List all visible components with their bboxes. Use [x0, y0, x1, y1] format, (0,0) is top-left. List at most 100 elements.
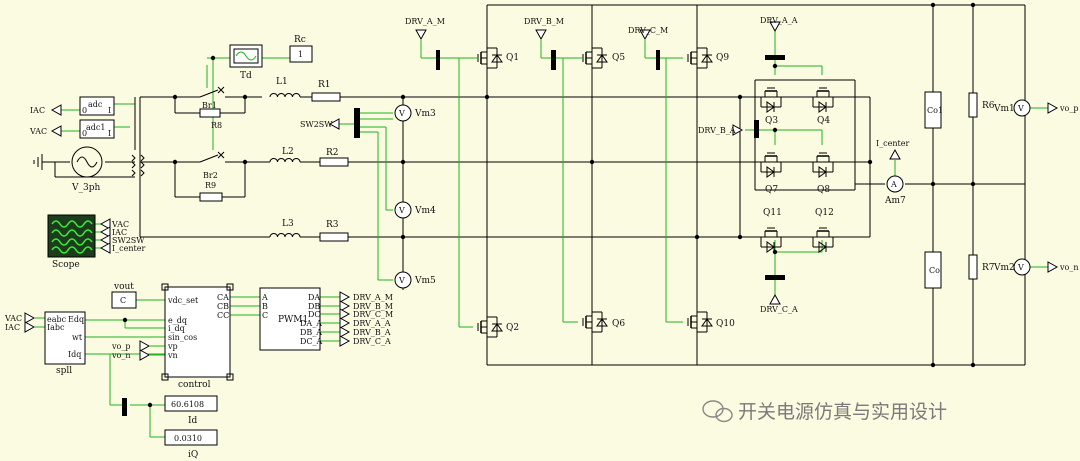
pwm-out-db: DB — [308, 302, 320, 311]
resistor-r3 — [319, 232, 349, 242]
idq-demux — [122, 398, 127, 416]
control-label: control — [178, 380, 211, 390]
switch-q9[interactable] — [687, 41, 713, 75]
drv-b-a-label: DRV_B_A — [698, 126, 736, 135]
control-in-i-dq: i_dq — [168, 324, 185, 333]
td-label: Td — [240, 71, 252, 81]
gate-driver-q5[interactable] — [551, 50, 556, 70]
scope-input-i-center: I_center — [112, 244, 145, 253]
ammeter-am7[interactable]: A Am7 — [884, 175, 906, 206]
pwm-block[interactable]: A B C PWM1 DA DB DC DA_A DB_A DC_A — [259, 287, 323, 351]
rc-block[interactable]: 1 Rc — [289, 35, 313, 63]
three-phase-source: V_3ph — [54, 146, 135, 193]
iq-value: 0.0310 — [174, 434, 202, 443]
td-delay-block[interactable]: Td — [229, 44, 263, 81]
adc-block[interactable]: adc 0 I — [79, 96, 115, 116]
q1-label: Q1 — [506, 53, 519, 63]
br2-label: Br2 — [203, 171, 218, 180]
co-label: Co — [929, 266, 940, 275]
switch-q5[interactable] — [582, 41, 608, 75]
adc1-label: adc1 — [86, 123, 105, 132]
inductor-l2 — [269, 158, 301, 163]
iq-display[interactable]: 0.0310 iQ — [164, 429, 218, 460]
vout-value: C — [120, 296, 126, 305]
control-out-cc: CC — [217, 311, 229, 320]
gate-driver-q9[interactable] — [656, 50, 660, 70]
am7-symbol: A — [890, 180, 897, 189]
adc1-block[interactable]: adc1 0 I — [79, 119, 115, 139]
gate-driver-q1[interactable] — [436, 50, 440, 70]
inductor-l1 — [269, 93, 301, 98]
scope-block[interactable]: Scope — [47, 214, 96, 270]
spll-vo-p: vo_p — [111, 342, 130, 351]
vm4-label: Vm4 — [414, 206, 436, 216]
spll-port-eabc: eabc — [47, 315, 67, 324]
vm5-label: Vm5 — [414, 276, 436, 286]
vm1-symbol: V — [1017, 104, 1024, 113]
gate-driver-q3q4[interactable] — [765, 55, 785, 60]
voltmeter-vm4[interactable]: V Vm4 — [394, 201, 436, 219]
l3-label: L3 — [282, 219, 294, 229]
br1-label: Br1 — [202, 101, 217, 110]
switch-q1[interactable] — [477, 41, 503, 75]
control-block[interactable]: vdc_set e_dq i_dq sin_cos vp vn CA CB CC… — [161, 283, 234, 390]
resistor-r1 — [311, 92, 341, 102]
id-display[interactable]: 60.6108 Id — [164, 395, 218, 426]
vac-output-label: VAC — [29, 127, 47, 136]
pwm-in-a: A — [261, 293, 268, 302]
switch-q3[interactable] — [754, 87, 788, 113]
switch-q12[interactable] — [806, 227, 840, 253]
control-in-vn: vn — [167, 351, 178, 360]
inductor-l3 — [269, 233, 301, 238]
breaker-br2[interactable]: Br2 — [199, 151, 225, 180]
voltmeter-vm2[interactable]: V Vm2 — [993, 258, 1031, 276]
gate-driver-q11q12[interactable] — [765, 275, 785, 280]
pwm-signal-drv-b-m: DRV_B_M — [353, 302, 393, 311]
r1-label: R1 — [318, 80, 331, 90]
rc-label: Rc — [294, 35, 306, 45]
resistor-r8 — [199, 108, 221, 118]
pwm-in-c: C — [262, 311, 268, 320]
capacitor-co1[interactable]: Co1 — [924, 91, 943, 129]
spll-port-edq: Edq — [68, 315, 84, 324]
id-value: 60.6108 — [171, 400, 204, 409]
resistor-r2 — [319, 157, 349, 167]
voltmeter-vm3[interactable]: V Vm3 — [394, 104, 436, 122]
switch-q7[interactable] — [754, 152, 788, 178]
gate-driver-q7q8[interactable] — [754, 120, 759, 138]
spll-block[interactable]: eabc Iabc Edq wt Idq spll — [44, 311, 86, 376]
sw2sw-mux[interactable] — [354, 108, 360, 138]
switch-q4[interactable] — [806, 87, 840, 113]
r6-label: R6 — [982, 101, 995, 111]
iq-label: iQ — [188, 450, 198, 460]
drv-c-m-label: DRV_C_M — [628, 26, 668, 35]
switch-q8[interactable] — [806, 152, 840, 178]
resistor-r9 — [199, 192, 223, 202]
voltmeter-vm1[interactable]: V Vm1 — [993, 99, 1031, 117]
switch-q2[interactable] — [477, 310, 503, 344]
drv-a-a-label: DRV_A_A — [760, 16, 798, 25]
control-wiring — [35, 30, 1048, 438]
r9-label: R9 — [205, 181, 216, 190]
drv-b-m-label: DRV_B_M — [524, 17, 564, 26]
iac-output-label: IAC — [30, 106, 45, 115]
breaker-br1[interactable]: Br1 — [199, 86, 225, 110]
resistor-r6 — [968, 92, 978, 118]
q6-label: Q6 — [612, 319, 625, 329]
capacitor-co[interactable]: Co — [924, 251, 942, 289]
q4-label: Q4 — [817, 116, 830, 126]
pwm-signal-drv-a-a: DRV_A_A — [353, 319, 391, 328]
adc1-port-o: 0 — [82, 129, 87, 138]
spll-in-iac: IAC — [5, 323, 20, 332]
vout-const-block[interactable]: C — [111, 291, 137, 309]
switch-q11[interactable] — [754, 227, 788, 253]
switch-q6[interactable] — [582, 305, 608, 339]
control-in-sin-cos: sin_cos — [168, 333, 197, 342]
drv-c-a-label: DRV_C_A — [760, 305, 798, 314]
vm3-symbol: V — [398, 109, 405, 118]
r3-label: R3 — [326, 220, 339, 230]
switch-q10[interactable] — [687, 305, 713, 339]
q11-label: Q11 — [763, 208, 782, 218]
pwm-signal-drv-c-m: DRV_C_M — [353, 310, 393, 319]
voltmeter-vm5[interactable]: V Vm5 — [394, 271, 436, 289]
